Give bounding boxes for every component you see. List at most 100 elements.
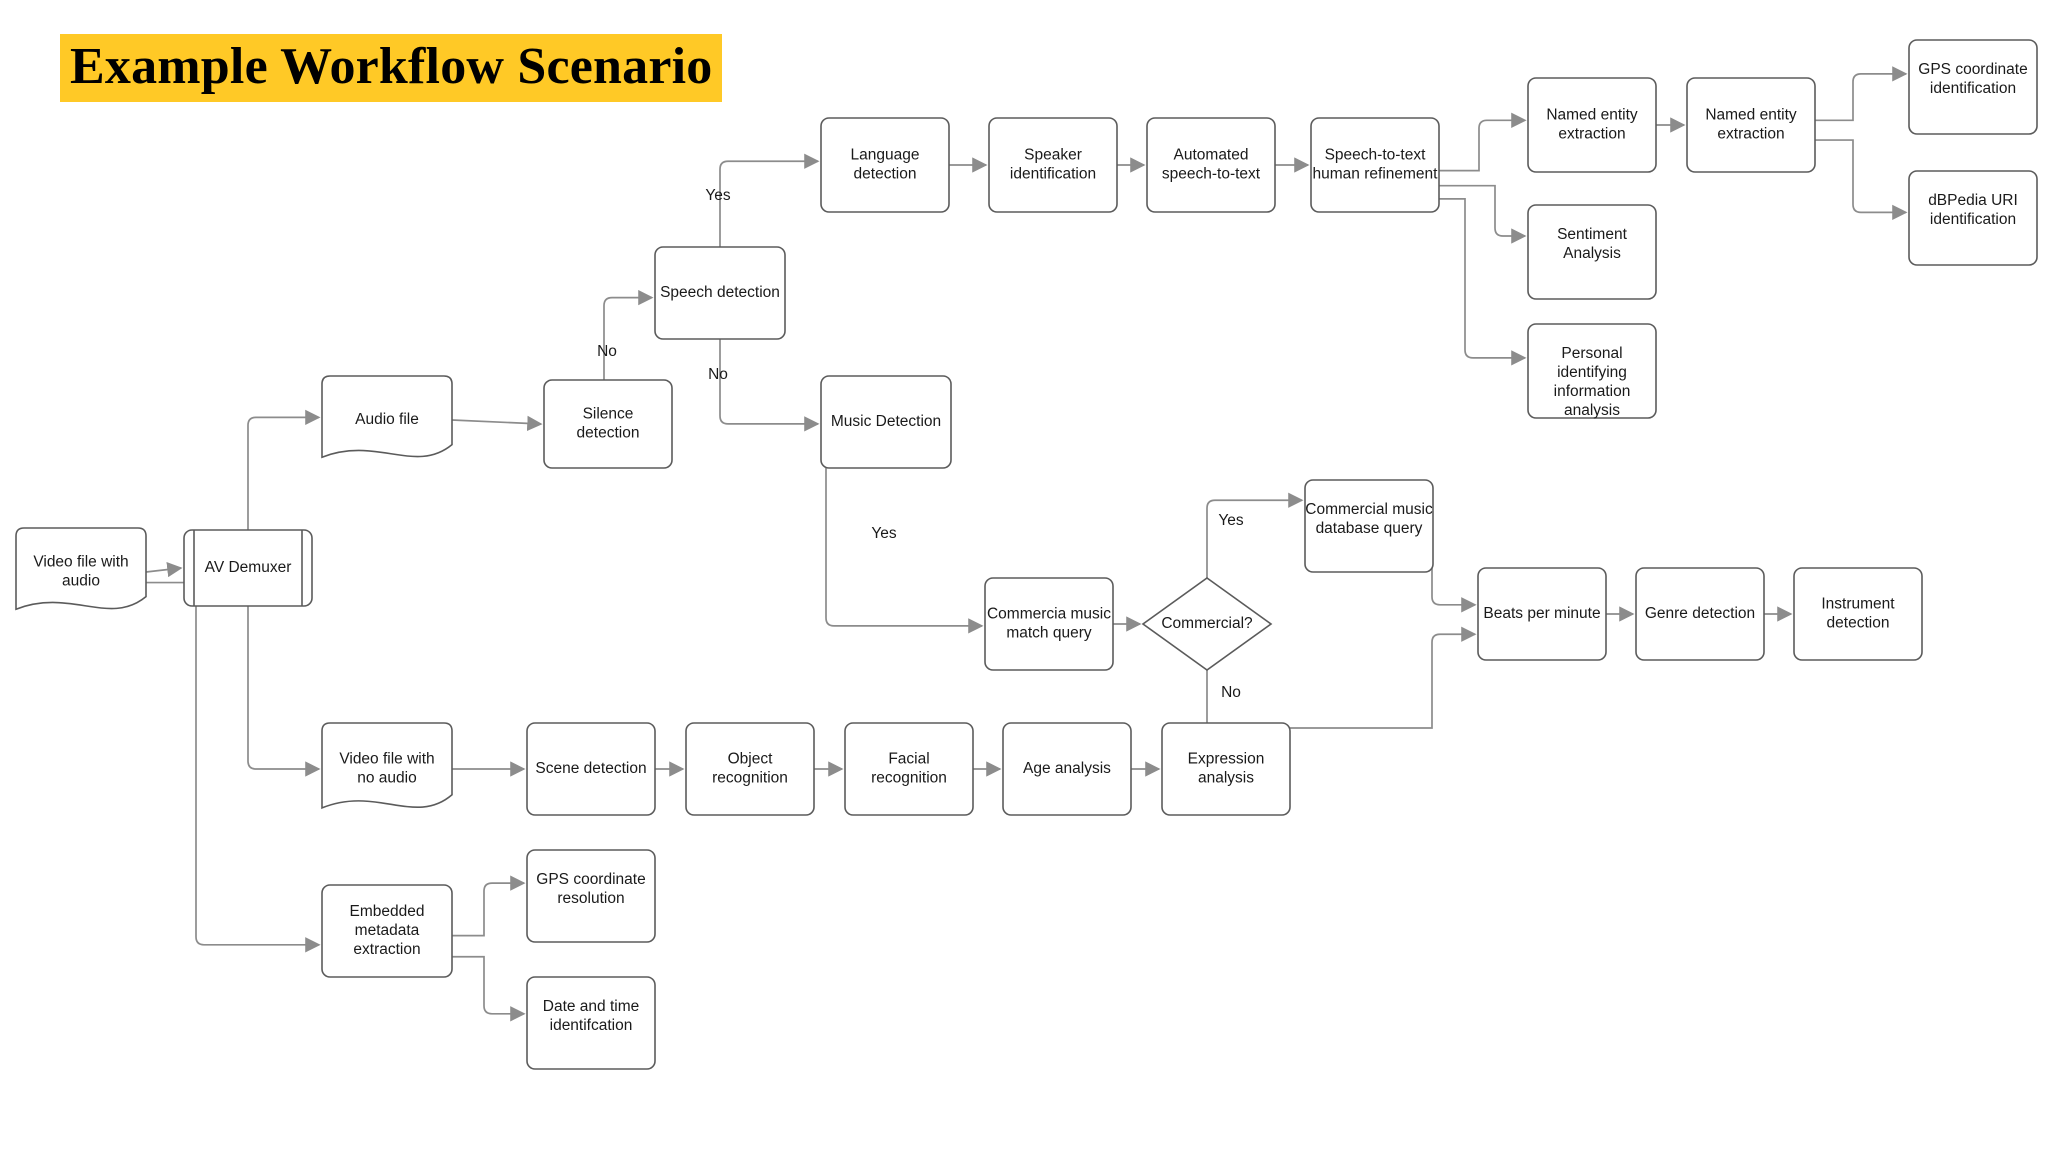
node-scene[interactable]: Scene detection [526,722,656,816]
node-age[interactable]: Age analysis [1002,722,1132,816]
edge-human-stt-to-sentiment [1439,184,1527,244]
node-shape [15,527,147,611]
edge-human-stt-to-ner1 [1439,112,1527,172]
node-shape [1527,77,1657,173]
edge-video-in-to-metadata [146,581,321,953]
node-shape [1908,170,2038,266]
node-label: Scene detection [535,760,646,777]
node-shape [1686,77,1816,173]
edge-label-yes-3: Yes [871,525,897,542]
edge-label-yes-1: Yes [705,187,731,204]
edge-speech-det-to-lang-det [719,153,820,247]
node-shape [1635,567,1765,661]
edge-human-stt-to-pii [1439,197,1527,366]
node-shape [526,976,656,1070]
node-shape [321,375,453,459]
node-shape [1310,117,1440,213]
node-shape [526,722,656,816]
edge-audio-file-to-silence [451,415,543,432]
node-shape [984,577,1114,671]
node-bpm[interactable]: Beats per minute [1477,567,1607,661]
node-label: Beats per minute [1483,605,1600,622]
node-shape [844,722,974,816]
edges-layer [145,66,1908,1022]
page-title-container: Example Workflow Scenario [60,34,723,103]
edge-metadata-to-gps-res [452,875,526,937]
edge-comm-db-to-bpm [1431,515,1477,613]
node-shape [685,722,815,816]
edge-metadata-to-datetime [452,955,526,1022]
page-title: Example Workflow Scenario [60,34,723,103]
node-shape [321,722,453,810]
node-shape [1477,567,1607,661]
node-shape [820,117,950,213]
node-label: Commercial? [1161,615,1253,632]
edge-label-no-5: No [1221,684,1241,701]
node-music-det[interactable]: Music Detection [820,375,952,469]
edge-video-in-to-demuxer [145,561,183,578]
node-label: Audio file [355,411,419,428]
edge-music-det-to-comm-match [825,468,984,634]
edge-ner2-to-dbpedia [1815,139,1908,221]
node-shape [988,117,1118,213]
node-demuxer[interactable]: AV Demuxer [183,529,313,607]
node-audio-file[interactable]: Audio file [321,375,453,459]
node-shape [526,849,656,943]
node-speech-det[interactable]: Speech detection [654,246,786,340]
node-shape [654,246,786,340]
node-shape [543,379,673,469]
node-shape [1908,39,2038,135]
edge-label-yes-4: Yes [1218,512,1244,529]
edge-label-no-2: No [708,366,728,383]
node-shape [1146,117,1276,213]
edge-label-no-0: No [597,343,617,360]
node-label: Music Detection [831,413,941,430]
node-shape [183,529,313,607]
node-commercial-q[interactable]: Commercial? [1141,577,1273,671]
node-genre[interactable]: Genre detection [1635,567,1765,661]
node-shape [1304,479,1434,573]
node-label: Genre detection [1645,605,1755,622]
